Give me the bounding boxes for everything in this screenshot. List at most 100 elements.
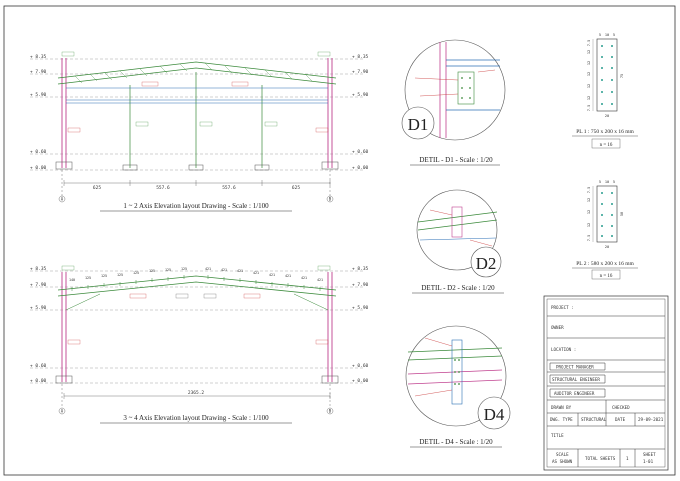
plate-dim: 12 [587,61,591,65]
plate-dim: 10 [605,33,609,37]
level-label: + 7.90 [352,69,369,75]
tb-drawn-by: DRAWN BY [551,405,572,410]
annotation-tag [231,81,249,87]
dimension-label: 625 [292,185,300,191]
purlin-spacing: 421 [253,271,259,275]
plate-pl1: 5 10 5 20 75 7.5 12 12 12 12 12 7.5 PL 1… [572,33,638,149]
plate-dim: 10 [605,180,609,184]
truss-webs [74,62,313,84]
purlin-spacing: 421 [205,267,211,271]
axis-label: B [329,409,332,414]
detail-label: DETIL - D1 - Scale : 1/20 [419,156,493,164]
annotation-tags [61,265,331,345]
axis-label: B [329,197,332,202]
level-label: + 0.60 [30,149,47,155]
detail-label: DETIL - D2 - Scale : 1/20 [421,284,495,292]
tb-project: PROJECT : [551,305,574,310]
plate-dim: 7.5 [587,235,591,242]
level-label: + 8.35 [30,266,47,272]
tb-dwg-type-label: DWG. TYPE [550,417,573,422]
plate-count: n = 16 [600,274,613,279]
level-label: + 0.60 [30,363,47,369]
plate-dim: 5 [613,180,615,184]
haunch-braces [65,293,329,311]
level-label: + 0.00 [352,165,369,171]
level-label: + 8.35 [30,54,47,60]
purlin-spacing: 125 [85,276,91,280]
plate-dim: 20 [605,114,609,118]
tb-scale-value: AS SHOWN [552,459,573,464]
footings [55,375,339,384]
level-label: + 8.35 [352,54,369,60]
tb-auditor-engineer: AUDITOR ENGINEER [554,391,595,396]
plate-dim: 12 [587,96,591,100]
dimension-label: 2365.2 [188,390,205,396]
detail-tag: D1 [408,115,429,134]
plate-dim: 7.5 [587,105,591,112]
level-label: + 5.90 [30,92,47,98]
purlin-lines [66,87,328,104]
columns [61,272,333,382]
plate-label: PL 1 : 750 x 200 x 16 mm [576,129,634,135]
tb-project-manager: PROJECT MANAGER [556,365,594,370]
level-label: + 7.90 [30,282,47,288]
tb-date-value: 29-09-2021 [638,417,664,422]
axis-bubble [58,195,66,203]
drawing-title: 1 ~ 2 Axis Elevation layout Drawing - Sc… [123,202,269,210]
axis-bubble [58,407,66,415]
dimension-label: 625 [93,185,101,191]
level-label: + 0.60 [352,149,369,155]
plate-dim: 12 [587,50,591,54]
detail-d4: D4 DETIL - D4 - Scale : 1/20 [405,325,511,448]
plate-dim: 75 [620,74,624,78]
purlin-spacing: 421 [237,269,243,273]
dimension-label: 557.6 [156,185,170,191]
posts [129,72,263,168]
annotation-tag [67,127,81,133]
detail-tag: D4 [484,405,505,424]
annotation-tag [61,51,75,57]
tb-title: TITLE [551,433,564,438]
purlin-spacing: 125 [117,273,123,277]
title-block [543,295,669,471]
tb-checked: CHECKED [612,405,630,410]
detail-label: DETIL - D4 - Scale : 1/20 [419,438,493,446]
dimension-line [61,384,331,408]
sheet-border [3,5,676,476]
tb-total-sheets-label: TOTAL SHEETS [585,456,616,461]
roof-rafters [57,275,337,297]
level-label: + 5.90 [30,305,47,311]
plate-dim: 58 [620,212,624,216]
detail-tag: D2 [476,254,497,273]
roof-rafters [57,61,337,85]
axis-bubble [326,195,334,203]
level-label: + 0.00 [352,378,369,384]
plate-dim: 12 [587,72,591,76]
annotation-tag [135,121,149,127]
axis-label: A [61,197,64,202]
purlin-spacing: 125 [149,269,155,273]
level-label: + 0.00 [30,378,47,384]
tb-sheet-value: 1-01 [643,459,654,464]
plate-label: PL 2 : 580 x 200 x 16 mm [576,261,634,267]
tb-date-label: DATE [615,417,626,422]
annotation-tag [199,121,213,127]
level-label: + 8.35 [352,266,369,272]
plate-dim: 5 [599,33,601,37]
dimension-line [61,170,331,196]
plate-dim: 5 [613,33,615,37]
level-label: + 0.60 [352,363,369,369]
purlin-spacing: 125 [101,274,107,278]
purlin-spacing: 125 [165,268,171,272]
plate-dim: 12 [587,198,591,202]
elevation-2: + 8.35 + 7.90 + 5.90 + 0.60 + 0.00 + 8.3… [30,265,369,424]
purlin-markers [71,275,321,291]
plate-dim: 20 [605,245,609,249]
level-label: + 5.90 [352,92,369,98]
level-label: + 5.90 [352,305,369,311]
plate-dim: 7.5 [587,40,591,47]
purlin-spacing: 125 [133,271,139,275]
purlin-spacing: 421 [269,273,275,277]
annotation-tag [264,121,278,127]
